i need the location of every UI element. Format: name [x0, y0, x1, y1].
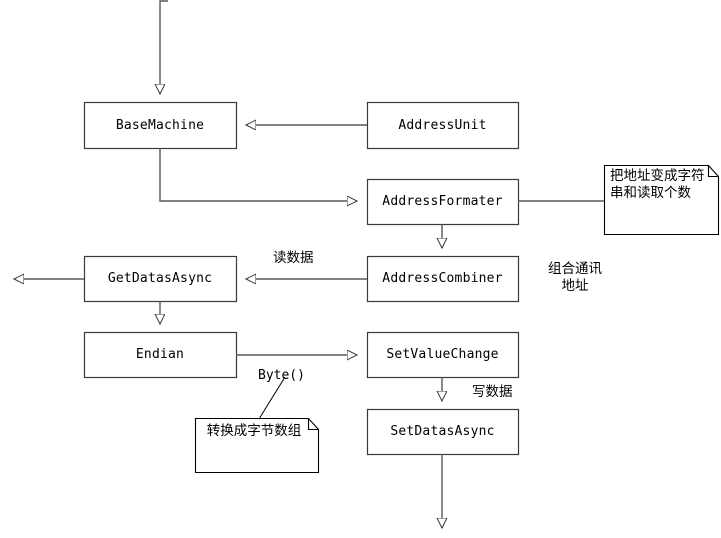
node-box-basemachine	[83, 101, 238, 150]
node-box-addressformater	[366, 178, 520, 226]
node-box-setvaluechange	[366, 331, 520, 379]
note-shape-address	[603, 164, 720, 236]
node-box-addresscombiner	[366, 255, 520, 303]
edge-entry-to-basemachine	[160, 0, 168, 94]
node-box-addressunit	[366, 101, 520, 150]
node-box-getdatasasync	[83, 255, 238, 303]
node-box-setdatasasync	[366, 408, 520, 456]
note-shape-bytes	[194, 417, 320, 474]
node-box-endian	[83, 331, 238, 379]
note-shapes	[194, 164, 720, 474]
note-fold-bytes	[307, 418, 319, 431]
note-fold-address	[707, 165, 719, 178]
node-boxes	[83, 101, 520, 456]
edge-endian-to-note	[258, 376, 286, 420]
edge-basemachine-to-addressformater	[159, 148, 357, 201]
